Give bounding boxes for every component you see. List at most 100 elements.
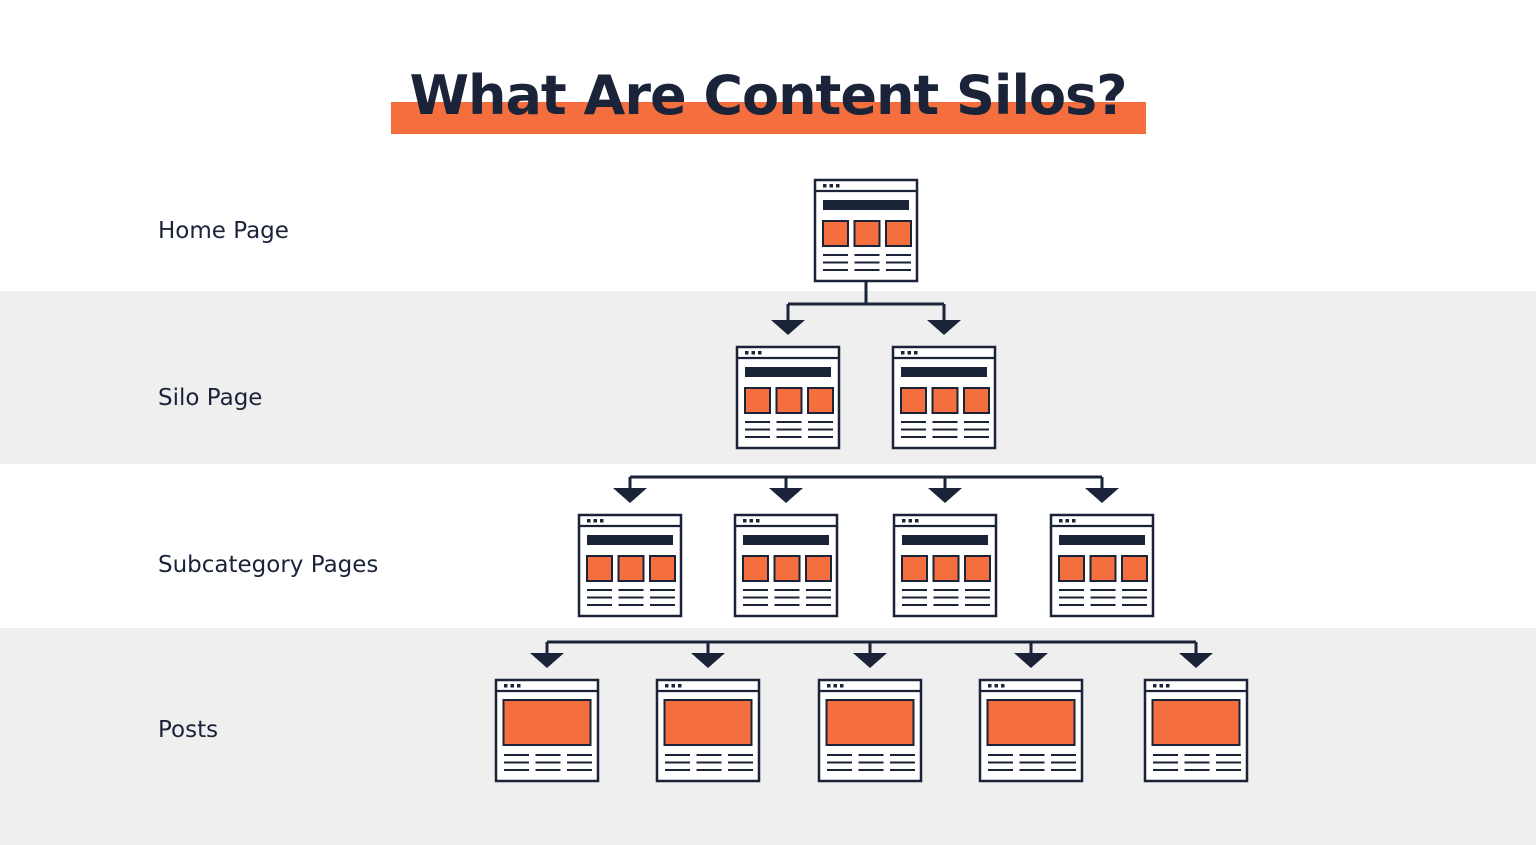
content-block: [663, 699, 753, 746]
window-dot: [671, 684, 675, 688]
header-bar: [823, 200, 909, 210]
window-dot: [833, 684, 837, 688]
window-dot: [829, 184, 833, 188]
webpage-icon: [892, 513, 998, 618]
window-dot: [836, 184, 840, 188]
arrow-down-icon: [530, 653, 564, 668]
content-block: [742, 555, 769, 582]
content-block: [1151, 699, 1241, 746]
webpage-icon: [813, 178, 919, 283]
content-block: [853, 220, 881, 247]
arrow-down-icon: [1179, 653, 1213, 668]
arrow-down-icon: [853, 653, 887, 668]
level-label-posts: Posts: [158, 717, 219, 743]
header-bar: [743, 535, 829, 545]
webpage-icon: [577, 513, 683, 618]
header-bar: [1059, 535, 1145, 545]
window-dot: [678, 684, 682, 688]
header-bar: [902, 535, 988, 545]
window-dot: [988, 684, 992, 688]
level-label-home: Home Page: [158, 218, 289, 244]
window-dot: [823, 184, 827, 188]
window-dot: [745, 351, 749, 355]
content-block: [807, 387, 834, 414]
arrow-down-icon: [1085, 488, 1119, 503]
webpage-icon: [655, 678, 761, 783]
window-dot: [907, 351, 911, 355]
window-dot: [914, 351, 918, 355]
arrow-down-icon: [769, 488, 803, 503]
content-block: [964, 555, 991, 582]
window-dot: [504, 684, 508, 688]
content-block: [744, 387, 771, 414]
level-label-subcategory: Subcategory Pages: [158, 552, 379, 578]
arrow-down-icon: [928, 488, 962, 503]
content-block: [931, 387, 959, 414]
webpage-icon: [733, 513, 839, 618]
webpage-icon: [735, 345, 841, 450]
title-block: What Are Content Silos?: [0, 56, 1536, 136]
window-dot: [600, 519, 604, 523]
content-block: [932, 555, 960, 582]
window-dot: [756, 519, 760, 523]
window-dot: [1059, 519, 1063, 523]
window-dot: [751, 351, 755, 355]
content-block: [822, 220, 849, 247]
window-dot: [1153, 684, 1157, 688]
content-block: [502, 699, 592, 746]
title-highlight: [391, 102, 1146, 134]
window-dot: [758, 351, 762, 355]
header-bar: [587, 535, 673, 545]
webpage-icon: [891, 345, 997, 450]
webpage-icon: [494, 678, 600, 783]
header-bar: [901, 367, 987, 377]
arrow-down-icon: [771, 320, 805, 335]
window-dot: [902, 519, 906, 523]
window-dot: [1159, 684, 1163, 688]
content-block: [900, 387, 927, 414]
content-block: [901, 555, 928, 582]
page-title: What Are Content Silos?: [409, 64, 1127, 127]
webpage-icon: [1143, 678, 1249, 783]
window-dot: [994, 684, 998, 688]
webpage-icon: [978, 678, 1084, 783]
window-dot: [593, 519, 597, 523]
window-dot: [827, 684, 831, 688]
window-dot: [510, 684, 514, 688]
webpage-icon: [1049, 513, 1155, 618]
level-label-silo: Silo Page: [158, 385, 263, 411]
content-block: [1058, 555, 1085, 582]
content-block: [1121, 555, 1148, 582]
window-dot: [1072, 519, 1076, 523]
window-dot: [840, 684, 844, 688]
window-dot: [517, 684, 521, 688]
window-dot: [665, 684, 669, 688]
content-block: [775, 387, 803, 414]
content-block: [805, 555, 832, 582]
arrow-down-icon: [927, 320, 961, 335]
window-dot: [749, 519, 753, 523]
content-block: [617, 555, 645, 582]
content-block: [649, 555, 676, 582]
arrow-down-icon: [1014, 653, 1048, 668]
window-dot: [587, 519, 591, 523]
webpage-icon: [817, 678, 923, 783]
content-block: [1089, 555, 1117, 582]
content-block: [885, 220, 912, 247]
header-bar: [745, 367, 831, 377]
arrow-down-icon: [613, 488, 647, 503]
content-block: [986, 699, 1076, 746]
window-dot: [915, 519, 919, 523]
content-block: [963, 387, 990, 414]
content-block: [773, 555, 801, 582]
window-dot: [908, 519, 912, 523]
window-dot: [743, 519, 747, 523]
content-block: [586, 555, 613, 582]
window-dot: [1166, 684, 1170, 688]
posts-level-band: [0, 628, 1536, 845]
content-block: [825, 699, 915, 746]
window-dot: [1001, 684, 1005, 688]
window-dot: [901, 351, 905, 355]
arrow-down-icon: [691, 653, 725, 668]
